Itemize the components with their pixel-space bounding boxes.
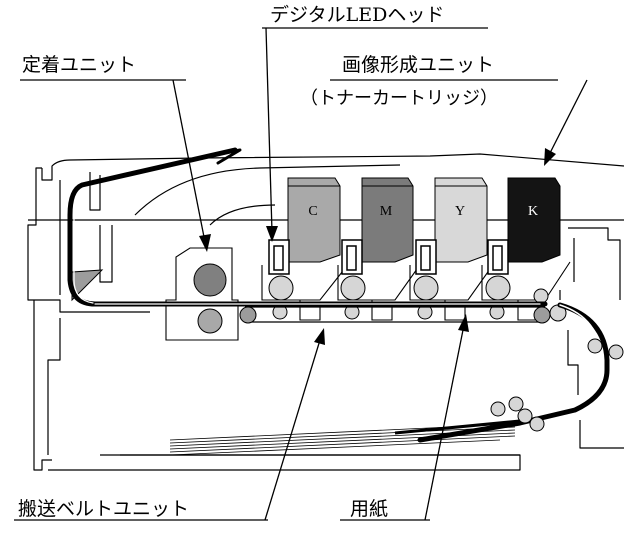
paper-sheet-top [394,419,521,435]
drum-housings [261,261,571,321]
transfer-rollers [272,304,505,320]
fuser-unit-label: 定着ユニット [22,54,137,76]
cartridge-m-label: M [379,204,393,219]
cartridge-c [287,177,341,263]
transport-belt [239,288,567,324]
toner-cartridge-label: （トナーカートリッジ） [300,88,498,109]
image-unit-label: 画像形成ユニット [342,54,495,76]
cartridge-y [434,177,488,263]
toner-cartridges [287,177,561,263]
belt-unit-label: 搬送ベルトユニット [18,498,190,520]
label-underlines [14,27,558,521]
paper-path [67,147,610,443]
paper-stack [169,423,516,456]
led-heads [268,239,509,275]
cartridge-y-label: Y [454,204,466,219]
led-head-label: デジタルLEDヘッド [270,4,445,26]
cartridge-k [507,177,561,263]
photo-drums [268,275,511,301]
paper-label: 用紙 [350,498,389,520]
cartridge-m [361,177,414,263]
leader-lines [172,27,588,521]
cartridge-k-label: K [527,204,539,219]
leader-arrowheads [199,148,556,345]
feed-rollers [490,338,624,432]
cartridge-c-label: C [308,204,318,219]
fuser-unit [165,247,239,341]
